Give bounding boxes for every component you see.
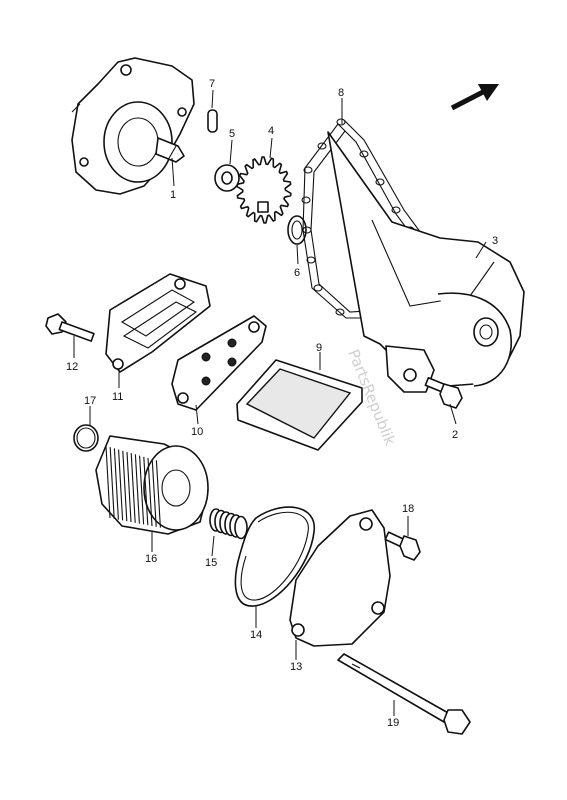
washer-part — [214, 164, 240, 192]
chain-link — [317, 142, 327, 150]
filter-pleat — [143, 456, 149, 526]
callout-14: 14 — [250, 629, 262, 641]
oil-strainer-part — [236, 359, 363, 451]
oil-pump-body-part — [71, 57, 195, 195]
callout-9: 9 — [316, 342, 322, 354]
spring-coil — [234, 515, 248, 540]
filter-pleat — [109, 447, 115, 519]
chain-guide-cover-part — [327, 131, 525, 393]
strainer-cover-part — [105, 273, 211, 373]
callout-6: 6 — [294, 267, 300, 279]
filter-pleat — [155, 460, 161, 528]
chain-link — [359, 150, 369, 158]
filter-cover-part — [289, 509, 391, 647]
chain-link — [375, 178, 385, 186]
chain-link — [391, 206, 401, 214]
filter-pleat — [118, 449, 124, 521]
callout-15: 15 — [205, 557, 217, 569]
filter-pleat — [139, 455, 145, 525]
callout-2: 2 — [452, 429, 458, 441]
callout-16: 16 — [145, 553, 157, 565]
callout-4: 4 — [268, 125, 274, 137]
leader-lines — [73, 89, 487, 716]
callout-12: 12 — [66, 361, 78, 373]
callout-17: 17 — [84, 395, 96, 407]
filter-pleat — [151, 459, 157, 527]
filter-pleat — [113, 448, 119, 520]
callout-19: 19 — [387, 717, 399, 729]
bolt-part-18 — [384, 531, 421, 561]
bolt-part-12 — [45, 313, 95, 342]
chain-link — [336, 118, 346, 126]
chain-link — [303, 166, 313, 174]
o-ring-part-14 — [234, 506, 315, 607]
callout-18: 18 — [402, 503, 414, 515]
sprocket-part — [236, 156, 292, 224]
o-ring-part-17 — [73, 424, 99, 452]
filter-pleat — [134, 454, 140, 524]
filter-pleat — [126, 451, 132, 523]
filter-pleat — [147, 457, 153, 527]
filter-pleat — [122, 450, 128, 522]
callout-10: 10 — [191, 426, 203, 438]
chain-link — [313, 284, 323, 292]
callout-1: 1 — [170, 189, 176, 201]
callout-numbers: 1 2 3 4 5 6 7 8 9 10 11 12 13 14 15 16 1… — [66, 78, 498, 729]
callout-8: 8 — [338, 87, 344, 99]
callout-7: 7 — [209, 78, 215, 90]
filter-pleat — [130, 453, 136, 523]
filter-pleat — [105, 445, 111, 519]
oil-filter-part — [95, 435, 209, 535]
callout-3: 3 — [492, 235, 498, 247]
chain-link — [301, 196, 311, 204]
chain-link — [302, 226, 312, 234]
chain-link — [306, 256, 316, 264]
callout-11: 11 — [112, 391, 123, 403]
chain-link — [335, 308, 345, 316]
callout-5: 5 — [229, 128, 235, 140]
long-bolt-part — [337, 653, 471, 735]
callout-13: 13 — [290, 661, 302, 673]
direction-arrow-icon — [450, 84, 499, 111]
bolt-part-2 — [424, 376, 463, 409]
circlip-part — [287, 215, 307, 245]
dowel-pin-part — [207, 109, 218, 133]
spring-part — [209, 508, 248, 540]
gasket-part — [171, 315, 267, 411]
